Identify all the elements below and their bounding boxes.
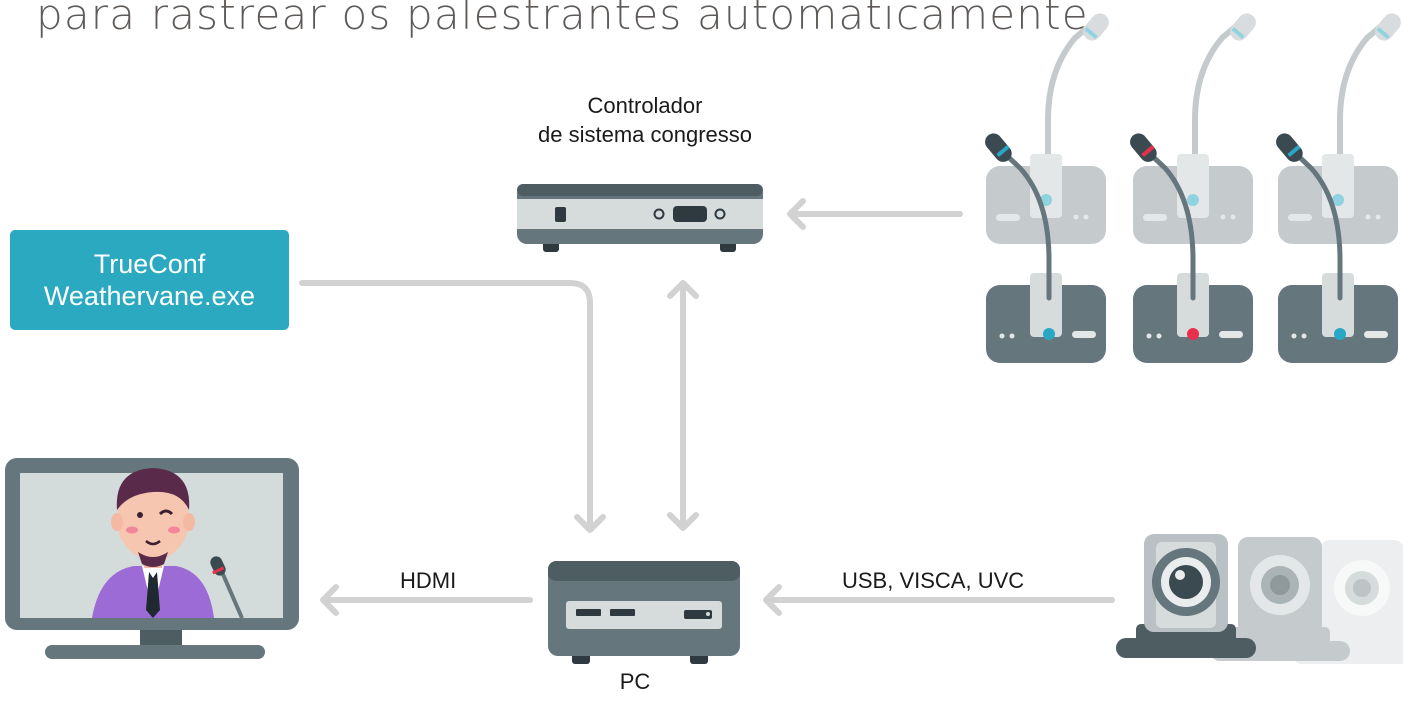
arrow-mics-to-controller	[787, 198, 963, 230]
ptz-cameras-icon	[1116, 534, 1403, 664]
hdmi-label: HDMI	[400, 568, 457, 593]
monitor-with-speaker-icon	[5, 458, 299, 659]
connector-arrows	[299, 198, 1115, 616]
microphone-units-icon	[985, 13, 1401, 363]
pc-icon	[548, 561, 740, 664]
trueconf-label-line2: Weathervane.exe	[43, 281, 256, 311]
congress-controller-icon	[517, 184, 763, 252]
trueconf-weathervane-box: TrueConf Weathervane.exe	[10, 230, 289, 330]
arrow-cameras-to-pc	[763, 584, 1115, 616]
trueconf-label-line1: TrueConf	[93, 248, 206, 279]
arrow-pc-to-display	[320, 584, 533, 616]
controller-label: Controlador de sistema congresso	[500, 92, 790, 149]
usb-visca-uvc-label: USB, VISCA, UVC	[842, 568, 1025, 593]
arrow-software-to-pc	[299, 280, 606, 533]
controller-label-line2: de sistema congresso	[538, 121, 752, 147]
controller-label-line1: Controlador	[587, 93, 703, 118]
pc-label: PC	[619, 669, 651, 694]
arrow-controller-pc-bidirectional	[667, 280, 699, 531]
heading-text: para rastrear os palestrantes automatica…	[36, 0, 1104, 39]
